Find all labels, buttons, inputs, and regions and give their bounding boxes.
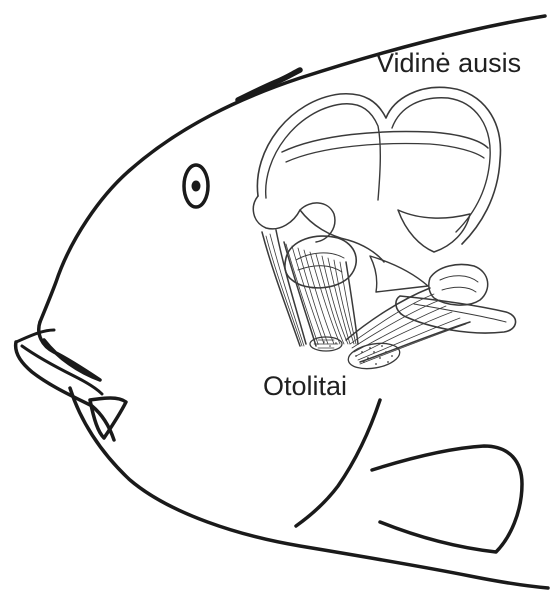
mouth-line [16,330,54,342]
inner-ear-label: Vidinė ausis [376,50,521,77]
membrane [370,256,428,292]
pectoral-fin [372,446,522,552]
lagena [429,265,488,306]
canal-right-inner [392,98,490,232]
left-ampulla [253,196,335,242]
horizontal-canal [282,132,488,152]
horizontal-canal-inner [286,144,484,162]
lower-lip-inner [22,346,102,394]
jaw-flap [90,398,126,438]
gill-cover-line [296,400,380,526]
lagena-detail [440,276,478,292]
otolith-right [346,340,401,373]
eye-pupil [192,181,201,192]
dorsal-edge [238,70,300,100]
inner-ear [253,87,515,372]
canal-outer [257,87,500,244]
nerve-bundle-right-edge [346,288,470,362]
otoliths-label: Otolitai [263,373,347,400]
right-lobe [398,210,470,252]
elongated-sac-inner [414,304,506,322]
lower-jaw-outline [70,388,548,588]
